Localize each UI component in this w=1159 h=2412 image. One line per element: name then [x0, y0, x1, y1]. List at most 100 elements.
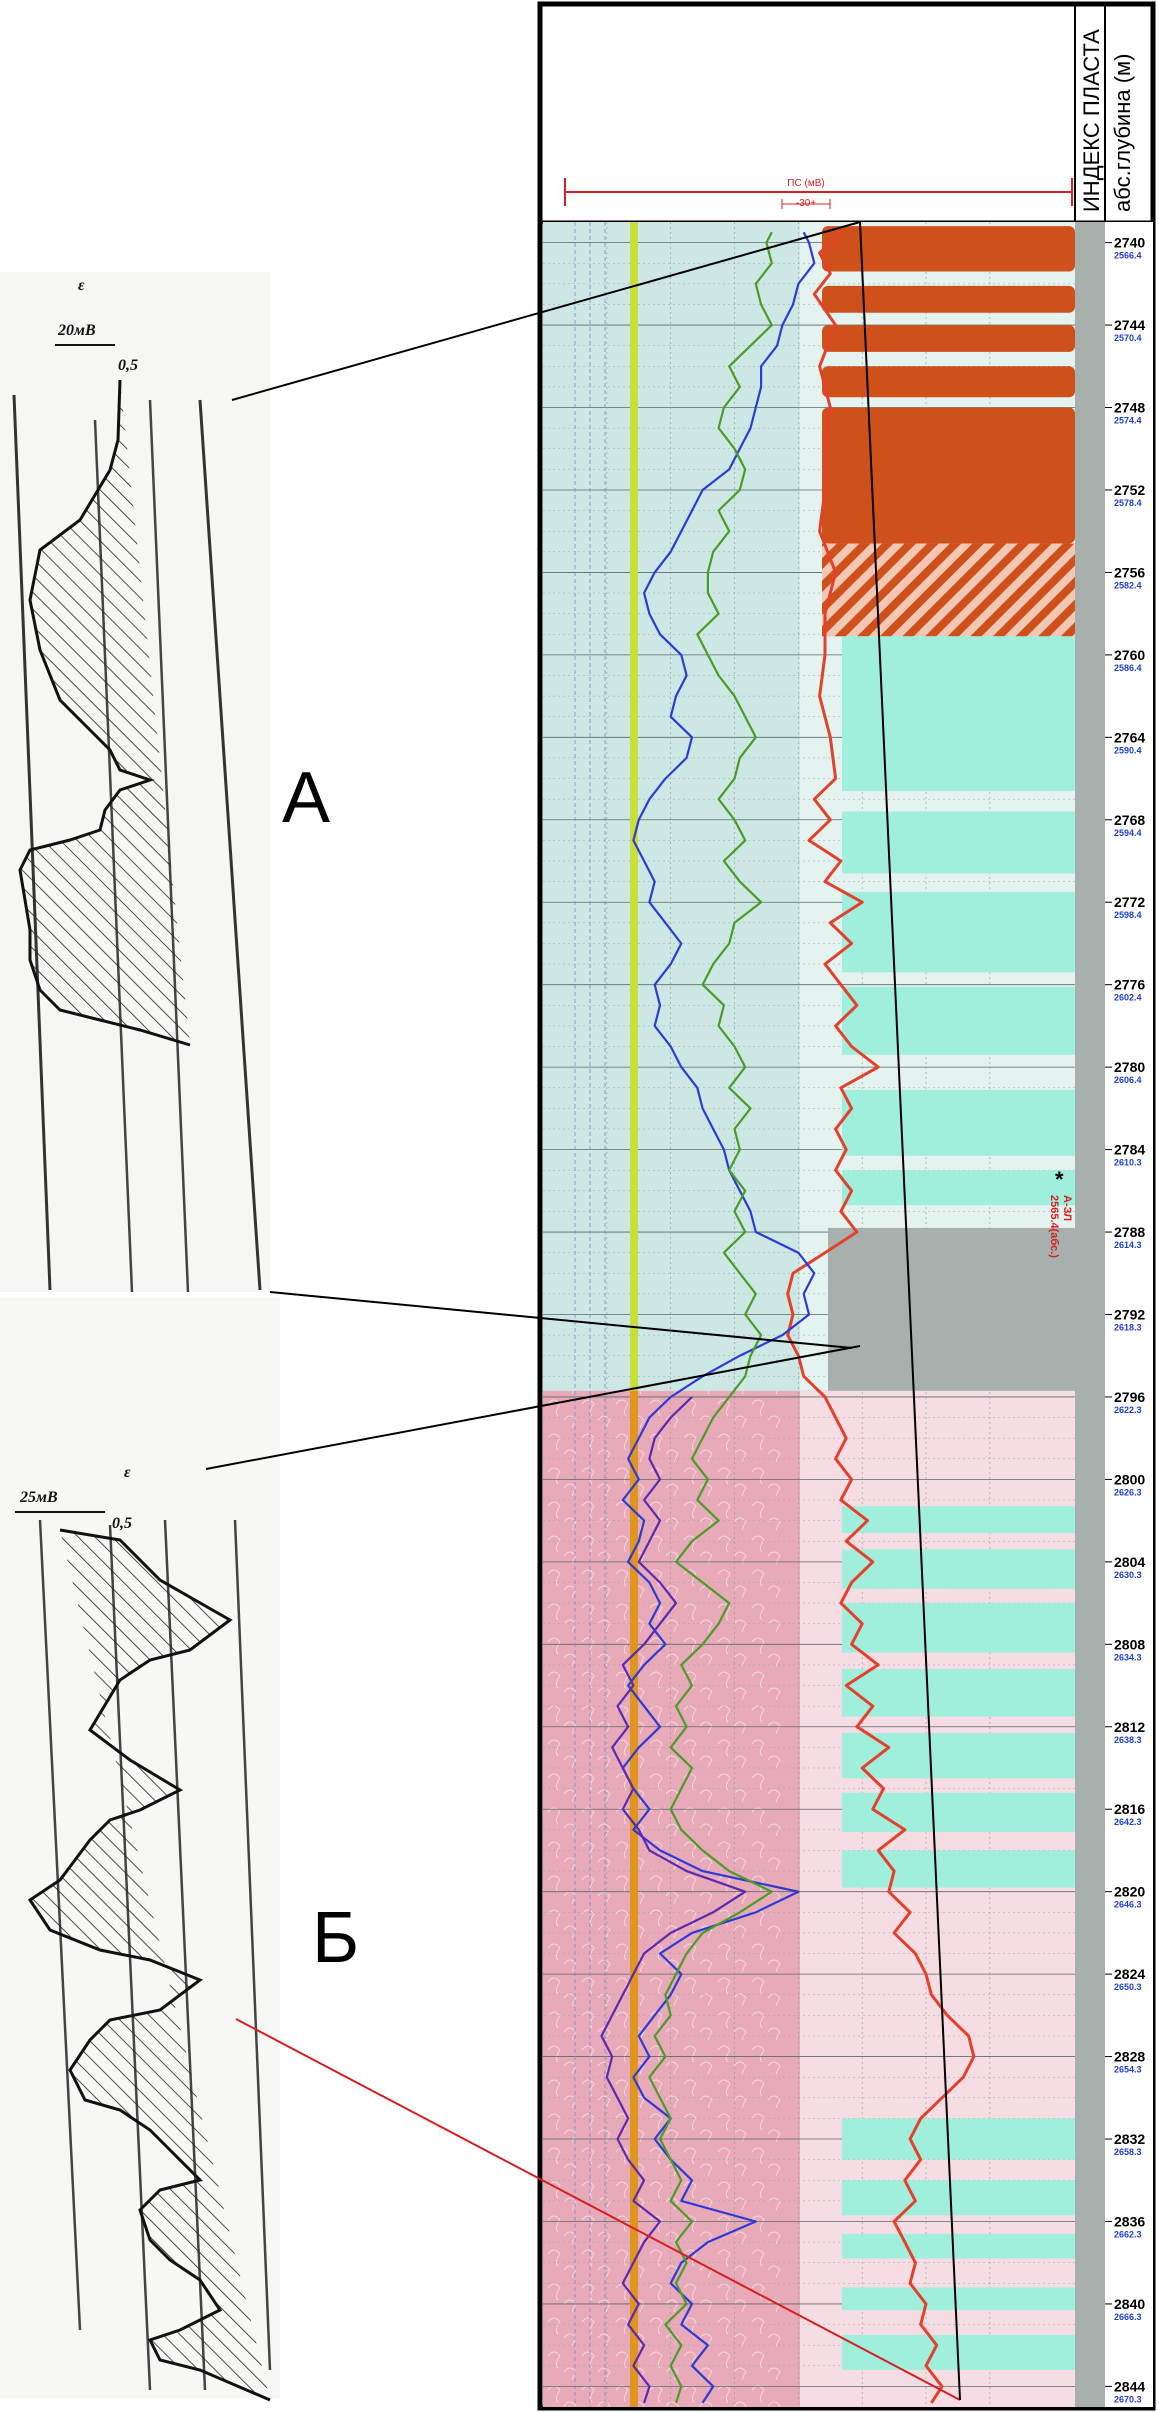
abs-depth-label: 2666.3 [1114, 2312, 1142, 2322]
abs-depth-label: 2642.3 [1114, 1817, 1142, 1827]
lithology-column [822, 226, 1075, 2370]
ps-scale: ПС (мВ) -30+ [564, 178, 1073, 209]
sketch-panel-a: ε 20мВ 0,5 А [0, 272, 330, 1293]
sketch-b-top-label: ε [124, 1464, 131, 1481]
depth-label: 2772 [1114, 894, 1145, 910]
abs-depth-label: 2594.4 [1114, 828, 1142, 838]
lithology-green [842, 891, 1075, 973]
lithology-green [842, 1850, 1075, 1888]
depth-label: 2808 [1114, 1636, 1145, 1652]
zone-lower-texture [543, 1390, 783, 2407]
depth-label: 2816 [1114, 1801, 1145, 1817]
lithology-green [842, 2118, 1075, 2160]
abs-depth-label: 2670.3 [1114, 2394, 1142, 2404]
contact-label: А-ЗЛ [1061, 1195, 1073, 1221]
sketch-panel-b: ε 25мВ 0,5 Б [0, 1298, 359, 2402]
log-curves [600, 231, 976, 2404]
lithology-grey [828, 1227, 1075, 1391]
abs-depth-label: 2650.3 [1114, 1982, 1142, 1992]
abs-depth-label: 2622.3 [1114, 1405, 1142, 1415]
abs-depth-label: 2586.4 [1114, 663, 1142, 673]
abs-depth-label: 2578.4 [1114, 498, 1142, 508]
depth-label: 2836 [1114, 2213, 1145, 2229]
abs-depth-label: 2610.3 [1114, 1158, 1142, 1168]
abs-depth-label: 2606.4 [1114, 1075, 1142, 1085]
depth-track: 27402566.427442570.427482574.427522578.4… [1105, 235, 1145, 2404]
abs-depth-label: 2638.3 [1114, 1735, 1142, 1745]
lithology-green [842, 1549, 1075, 1589]
lithology-orange [822, 226, 1075, 272]
header-index-title: ИНДЕКС ПЛАСТА [1079, 29, 1104, 212]
lithology-green [842, 2180, 1075, 2216]
lithology-green [842, 2287, 1075, 2311]
well-log-panel: ИНДЕКС ПЛАСТА абс.глубина (м) ПС (мВ) -3… [537, 1, 1156, 2411]
depth-label: 2756 [1114, 564, 1145, 580]
zone-upper-light [800, 222, 1075, 1391]
sketch-a-curve [18, 379, 191, 1047]
contact-depth-label: 2565.4(абс.) [1048, 1195, 1060, 1258]
sketch-a-scale-label: 20мВ [57, 322, 96, 339]
depth-label: 2748 [1114, 400, 1145, 416]
curve-red [786, 231, 976, 2404]
ps-scale-label: -30+ [796, 198, 816, 209]
lithology-green [842, 2233, 1075, 2259]
lithology-orange [822, 285, 1075, 313]
lithology-green [842, 1669, 1075, 1717]
abs-depth-label: 2574.4 [1114, 416, 1142, 426]
lithology-orange_hatched [822, 543, 1075, 637]
sketch-a-top-label: ε [78, 277, 85, 294]
abs-depth-label: 2570.4 [1114, 333, 1142, 343]
star-marker: * [1055, 1167, 1064, 1192]
depth-label: 2776 [1114, 977, 1145, 993]
abs-depth-label: 2634.3 [1114, 1652, 1142, 1662]
lithology-orange [822, 366, 1075, 398]
depth-label: 2764 [1114, 729, 1145, 745]
lithology-green [842, 1089, 1075, 1156]
depth-label: 2804 [1114, 1554, 1145, 1570]
depth-label: 2840 [1114, 2296, 1145, 2312]
abs-depth-label: 2614.3 [1114, 1240, 1142, 1250]
ps-label: ПС (мВ) [787, 178, 824, 189]
depth-label: 2788 [1114, 1224, 1145, 1240]
depth-label: 2752 [1114, 482, 1145, 498]
abs-depth-label: 2646.3 [1114, 1900, 1142, 1910]
depth-label: 2744 [1114, 317, 1145, 333]
grid-lines [543, 222, 1075, 2407]
abs-depth-label: 2658.3 [1114, 2147, 1142, 2157]
abs-depth-label: 2566.4 [1114, 251, 1142, 261]
depth-label: 2784 [1114, 1142, 1145, 1158]
depth-label: 2824 [1114, 1966, 1145, 1982]
sketch-b-value-label: 0,5 [112, 1515, 132, 1532]
header-depth-title: абс.глубина (м) [1110, 54, 1135, 213]
sketch-b-scale-label: 25мВ [19, 1489, 58, 1506]
abs-depth-label: 2618.3 [1114, 1323, 1142, 1333]
correlation-lines [205, 221, 961, 2401]
abs-depth-label: 2630.3 [1114, 1570, 1142, 1580]
lithology-green [842, 1603, 1075, 1653]
lithology-green [842, 986, 1075, 1055]
depth-column-bg [1105, 222, 1153, 2407]
curve-green [648, 231, 773, 2404]
curve-purple [600, 1396, 747, 2404]
lithology-orange [822, 325, 1075, 352]
index-column [1075, 222, 1105, 2407]
abs-depth-label: 2590.4 [1114, 745, 1142, 755]
depth-label: 2844 [1114, 2378, 1145, 2394]
curve-blue [621, 231, 816, 2404]
abs-depth-label: 2598.4 [1114, 910, 1142, 920]
depth-label: 2820 [1114, 1884, 1145, 1900]
sketch-b-curve [27, 1528, 271, 2402]
depth-label: 2768 [1114, 812, 1145, 828]
letter-a: А [282, 758, 330, 838]
abs-depth-label: 2582.4 [1114, 580, 1142, 590]
depth-label: 2832 [1114, 2131, 1145, 2147]
abs-depth-label: 2626.3 [1114, 1487, 1142, 1497]
lithology-green [842, 636, 1075, 791]
upper-marker-bar [630, 222, 638, 1391]
abs-depth-label: 2662.3 [1114, 2229, 1142, 2239]
depth-label: 2828 [1114, 2049, 1145, 2065]
sketch-a-value-label: 0,5 [118, 357, 138, 374]
depth-label: 2812 [1114, 1719, 1145, 1735]
letter-b: Б [312, 1898, 359, 1978]
